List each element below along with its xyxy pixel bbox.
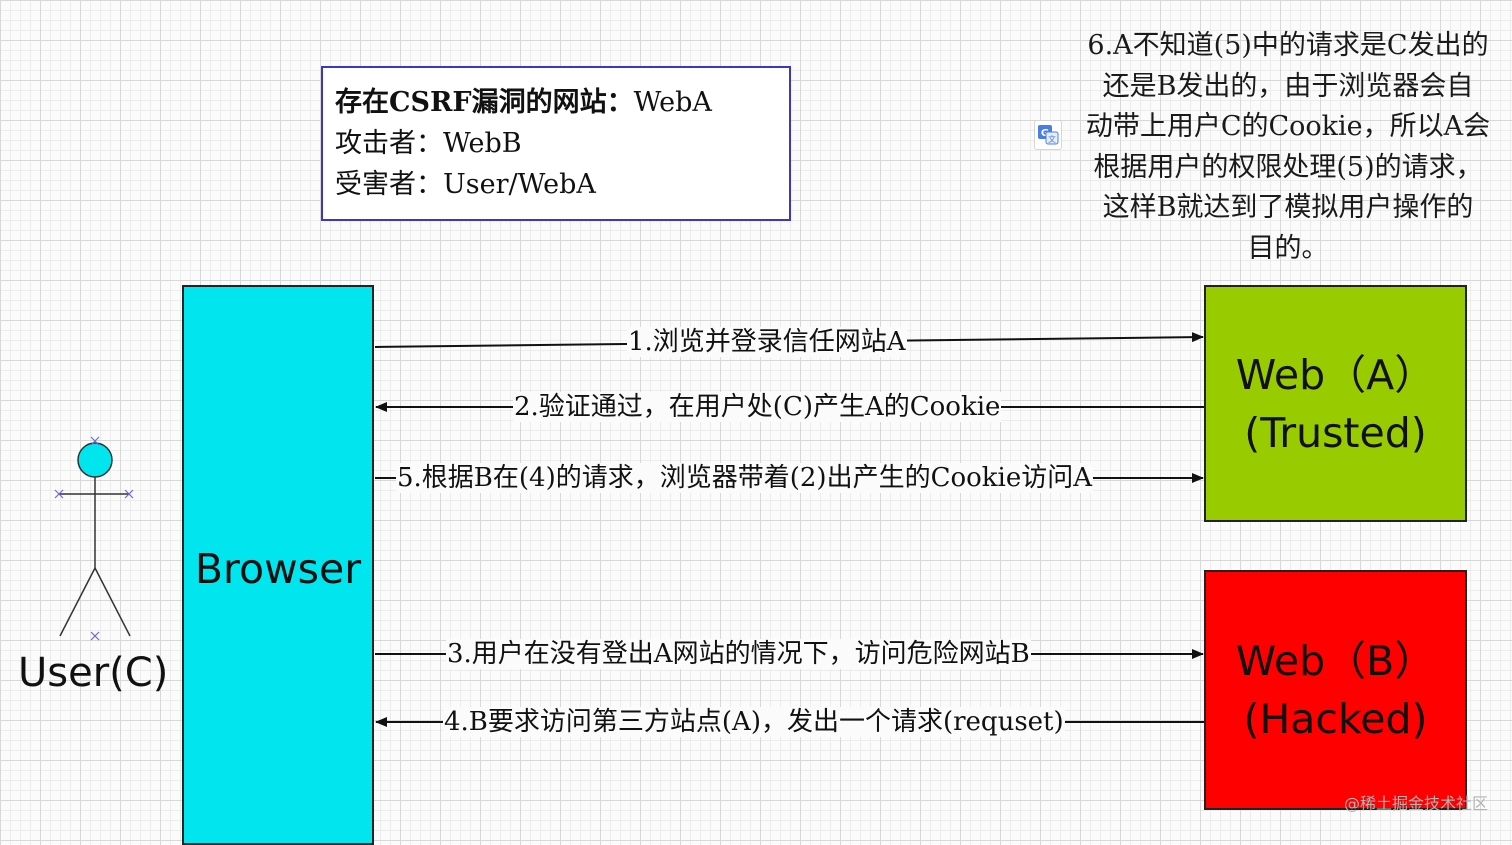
web-b-subtitle: (Hacked) (1243, 695, 1428, 743)
note-line: 根据用户的权限处理(5)的请求， (1093, 151, 1483, 183)
note-line: 目的。 (1247, 232, 1329, 264)
browser-box: Browser (182, 285, 374, 845)
user-actor-icon (54, 436, 134, 641)
watermark: @稀土掘金技术社区 (1343, 794, 1488, 813)
web-a-title: Web（A） (1235, 350, 1436, 399)
arrow-4-label: 4.B要求访问第三方站点(A)，发出一个请求(requset) (443, 707, 1065, 737)
note-line: 还是B发出的，由于浏览器会自 (1102, 70, 1474, 102)
arrow-5-label: 5.根据B在(4)的请求，浏览器带着(2)出产生的Cookie访问A (396, 463, 1094, 493)
note-line: 这样B就达到了模拟用户操作的 (1102, 192, 1474, 223)
web-a-box: Web（A） (Trusted) (1204, 285, 1467, 522)
step6-note: 6.A不知道(5)中的请求是C发出的 还是B发出的，由于浏览器会自 动带上用户C… (1064, 26, 1512, 269)
svg-text:文: 文 (1048, 134, 1056, 144)
web-b-title: Web（B） (1235, 637, 1436, 685)
user-actor-label: User(C) (18, 650, 169, 696)
arrow-2-label: 2.验证通过，在用户处(C)产生A的Cookie (513, 392, 1002, 422)
note-line: 6.A不知道(5)中的请求是C发出的 (1087, 30, 1489, 61)
web-a-subtitle: (Trusted) (1244, 408, 1427, 457)
arrow-1-label: 1.浏览并登录信任网站A (627, 327, 907, 357)
arrow-3-label: 3.用户在没有登出A网站的情况下，访问危险网站B (446, 639, 1031, 669)
legend-box: 存在CSRF漏洞的网站：WebA 攻击者：WebB 受害者：User/WebA (321, 66, 791, 221)
legend-vulnerable-site: 存在CSRF漏洞的网站：WebA (335, 87, 712, 118)
svg-text:G: G (1041, 128, 1049, 139)
legend-victim: 受害者：User/WebA (335, 169, 596, 200)
web-b-box: Web（B） (Hacked) (1204, 570, 1467, 810)
browser-label: Browser (194, 545, 362, 593)
note-line: 动带上用户C的Cookie，所以A会 (1085, 111, 1491, 142)
translate-icon[interactable]: G 文 (1034, 120, 1062, 150)
legend-attacker: 攻击者：WebB (335, 128, 522, 159)
